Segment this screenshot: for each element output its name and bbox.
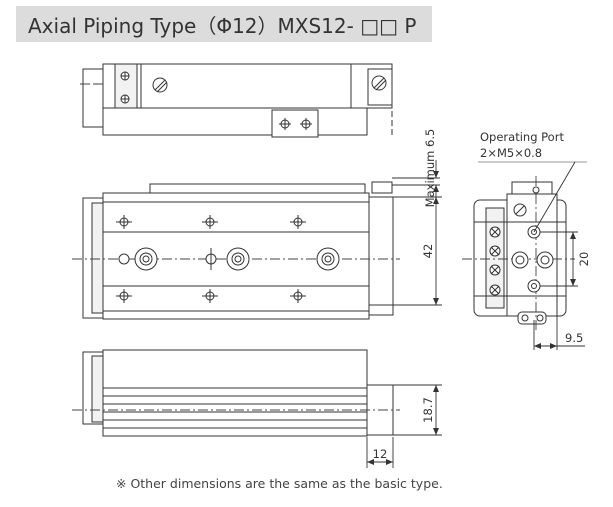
footnote: ※ Other dimensions are the same as the b…: [116, 476, 443, 491]
top-view: [82, 63, 393, 138]
operating-port-label: Operating Port: [480, 130, 564, 144]
dim-42-label: 42: [421, 244, 435, 259]
page-title: Axial Piping Type（Φ12）MXS12- □□ P: [28, 14, 417, 38]
dim-9-5-label: 9.5: [565, 331, 583, 345]
holes: [116, 71, 554, 322]
bottom-view: [82, 349, 394, 437]
dimension-lines: [366, 160, 587, 468]
dim-12-label: 12: [373, 447, 388, 461]
maximum-label: Maximum 6.5: [423, 129, 437, 208]
dim-20-label: 20: [577, 252, 591, 267]
dim-18-7-label: 18.7: [421, 397, 435, 423]
port-spec-label: 2×M5×0.8: [480, 146, 542, 160]
title-band: [16, 6, 432, 42]
